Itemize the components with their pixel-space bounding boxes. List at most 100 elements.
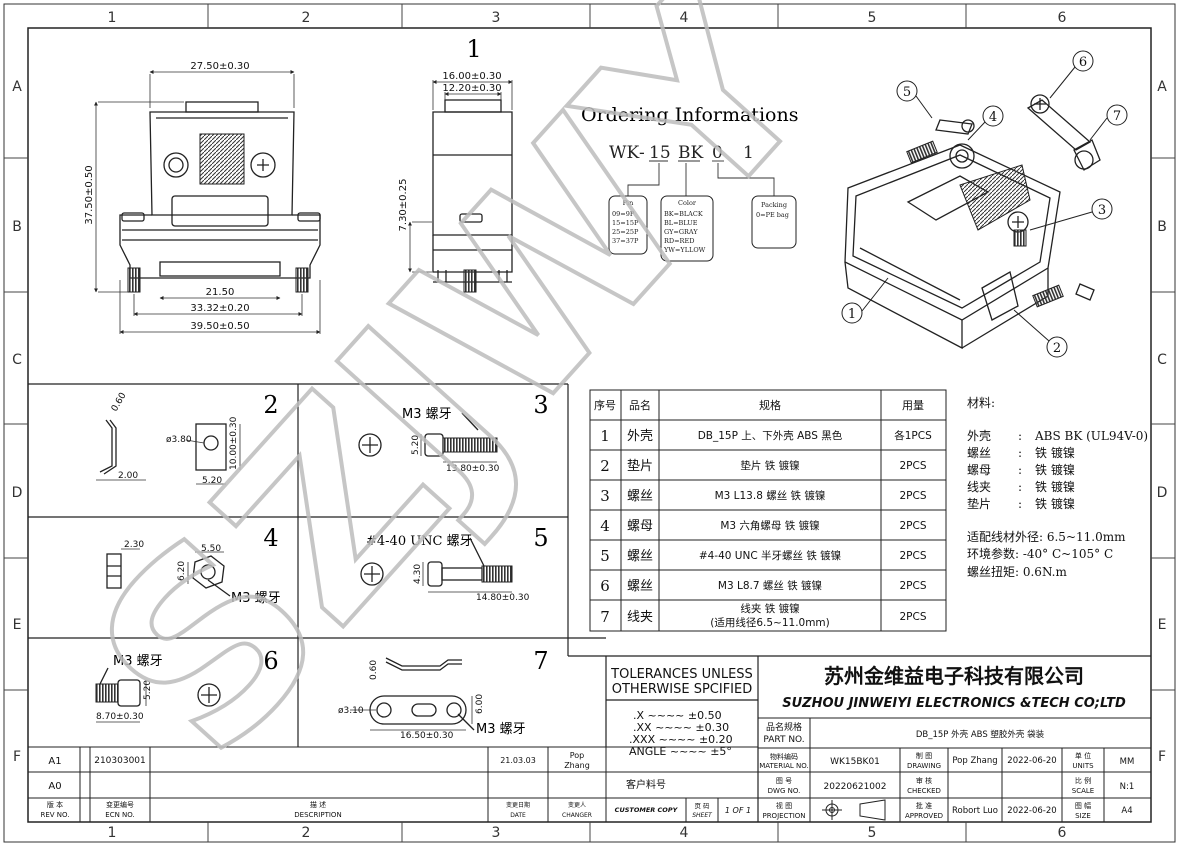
dim-bottom: 39.50±0.50 [190,321,249,332]
pin-box-item: 25=25P [612,228,639,236]
dwg-no-label: 图 号 [776,777,792,785]
svg-text:4: 4 [600,517,610,535]
callout-label: 5 [903,85,911,100]
svg-text:铁 镀镍: 铁 镀镍 [1035,446,1075,460]
column-markers [207,4,967,842]
p3-dim: 5.20 [411,435,421,455]
row-marker-left: C [12,352,22,368]
part-no-label: 品名规格 [766,721,802,733]
revision-header: DESCRIPTION [294,811,341,819]
p5-name: #4-40 UNC 螺牙 [366,534,473,549]
svg-text:2: 2 [600,457,610,475]
sheet-label: SHEET [692,812,713,819]
drawing-date: 2022-06-20 [1007,756,1056,766]
revision-row: A1 210303001 21.03.03 Pop Zhang [48,751,589,770]
packing-box-item: 0=PE bag [756,211,789,219]
pin-box-item: 15=15P [612,219,639,227]
part-label-7: 7 [533,647,548,675]
dim-mid: 33.32±0.20 [190,303,249,314]
p5-dim: 14.80±0.30 [476,593,530,603]
bom-table [589,389,947,632]
p7-name: M3 螺牙 [476,722,526,737]
table-row: 6 螺丝 M3 L8.7 螺丝 铁 镀镍 2PCS [600,577,927,595]
col-marker-bottom: 4 [680,825,689,841]
svg-text:2PCS: 2PCS [899,490,926,502]
order-code-pin: 15 [649,143,671,163]
svg-text:螺丝: 螺丝 [627,579,653,594]
col-marker-bottom: 1 [108,825,117,841]
screw-5-thread [481,565,513,583]
checked-label: CHECKED [907,787,941,795]
svg-text:(适用线径6.5~11.0mm): (适用线径6.5~11.0mm) [710,616,830,629]
revision-header: CHANGER [562,812,592,819]
tolerance-line: ANGLE ~~~~ ±5° [629,745,732,758]
material-note: 螺丝扭矩: 0.6N.m [967,565,1067,579]
dwg-no-label: DWG NO. [768,787,801,795]
table-row: 2 垫片 垫片 铁 镀镍 2PCS [600,457,927,475]
material-no: WK15BK01 [830,757,880,767]
dim-side-height: 7.30±0.25 [398,179,409,232]
part-no-label: PART NO. [763,735,804,745]
size-value: A4 [1121,806,1132,816]
bom-header-name: 品名 [629,398,651,412]
screw-5-drawing [360,537,485,587]
packing-box-title: Packing [761,201,787,209]
revision-header: 变更日期 [506,801,530,809]
callout-circle [1106,104,1128,126]
svg-text:2PCS: 2PCS [899,580,926,592]
col-marker-top: 2 [302,10,311,26]
material-row: 垫片 : 铁 镀镍 [967,496,1075,511]
dim-top-width: 27.50±0.30 [190,61,249,72]
color-box-title: Color [678,199,697,207]
front-view-shell [119,101,321,279]
approved-label: APPROVED [905,812,943,820]
revision-header: 描 述 [310,800,326,809]
row-marker-left: E [13,617,22,633]
svg-text:铁 镀镍: 铁 镀镍 [1035,497,1075,511]
row-marker-left: F [13,749,21,765]
revision-header: 版 本 [47,800,63,809]
callout-circle [1046,336,1068,358]
callout-circle [1091,198,1113,220]
col-marker-bottom: 3 [492,825,501,841]
part-label-3: 3 [533,391,548,419]
svg-text:外壳: 外壳 [967,429,991,443]
approved-label: 批 准 [916,801,932,810]
front-view-knurl [199,133,245,185]
checked-label: 审 核 [916,776,932,785]
part-label-6: 6 [263,647,278,675]
part-label-2: 2 [263,391,278,419]
svg-text:M3 六角螺母 铁 镀镍: M3 六角螺母 铁 镀镍 [720,519,819,532]
screw-6-thread [95,683,119,703]
p4-name: M3 螺牙 [231,591,281,606]
p4-dim: 5.50 [201,544,221,554]
dwg-no: 20220621002 [824,782,887,792]
col-marker-top: 5 [868,10,877,26]
table-row: 3 螺丝 M3 L13.8 螺丝 铁 镀镍 2PCS [600,487,927,505]
part-desc: DB_15P 外壳 ABS 塑胶外壳 袋装 [916,729,1045,740]
p7-dim: 0.60 [369,660,379,680]
svg-text:垫片: 垫片 [627,458,653,474]
svg-text::: : [1018,446,1022,460]
tolerance-line: .XXX ~~~~ ±0.20 [629,733,733,746]
row-marker-right: E [1158,617,1167,633]
dim-inner: 21.50 [206,287,235,298]
table-row: 4 螺母 M3 六角螺母 铁 镀镍 2PCS [600,517,927,535]
company-name-cn: 苏州金维益电子科技有限公司 [824,664,1084,688]
exploded-view [844,94,1101,350]
revision-header: REV NO. [41,811,70,819]
row-marker-left: A [12,79,22,95]
pin-box-item: 09=9P [612,210,635,218]
p2-dim: 0.60 [110,391,129,414]
screw-3-thread [442,437,498,453]
svg-text:线夹: 线夹 [967,480,991,494]
callout-label: 2 [1053,341,1061,356]
p2-dim: ø3.80 [166,435,192,445]
col-marker-top: 6 [1058,10,1067,26]
svg-text:ABS BK (UL94V-0): ABS BK (UL94V-0) [1034,429,1148,443]
exploded-screw-5 [906,140,938,164]
material-row: 线夹 : 铁 镀镍 [967,480,1075,494]
revision-header: 变更人 [568,801,586,809]
dim-height: 37.50±0.50 [84,165,95,224]
row-marker-right: F [1158,749,1166,765]
